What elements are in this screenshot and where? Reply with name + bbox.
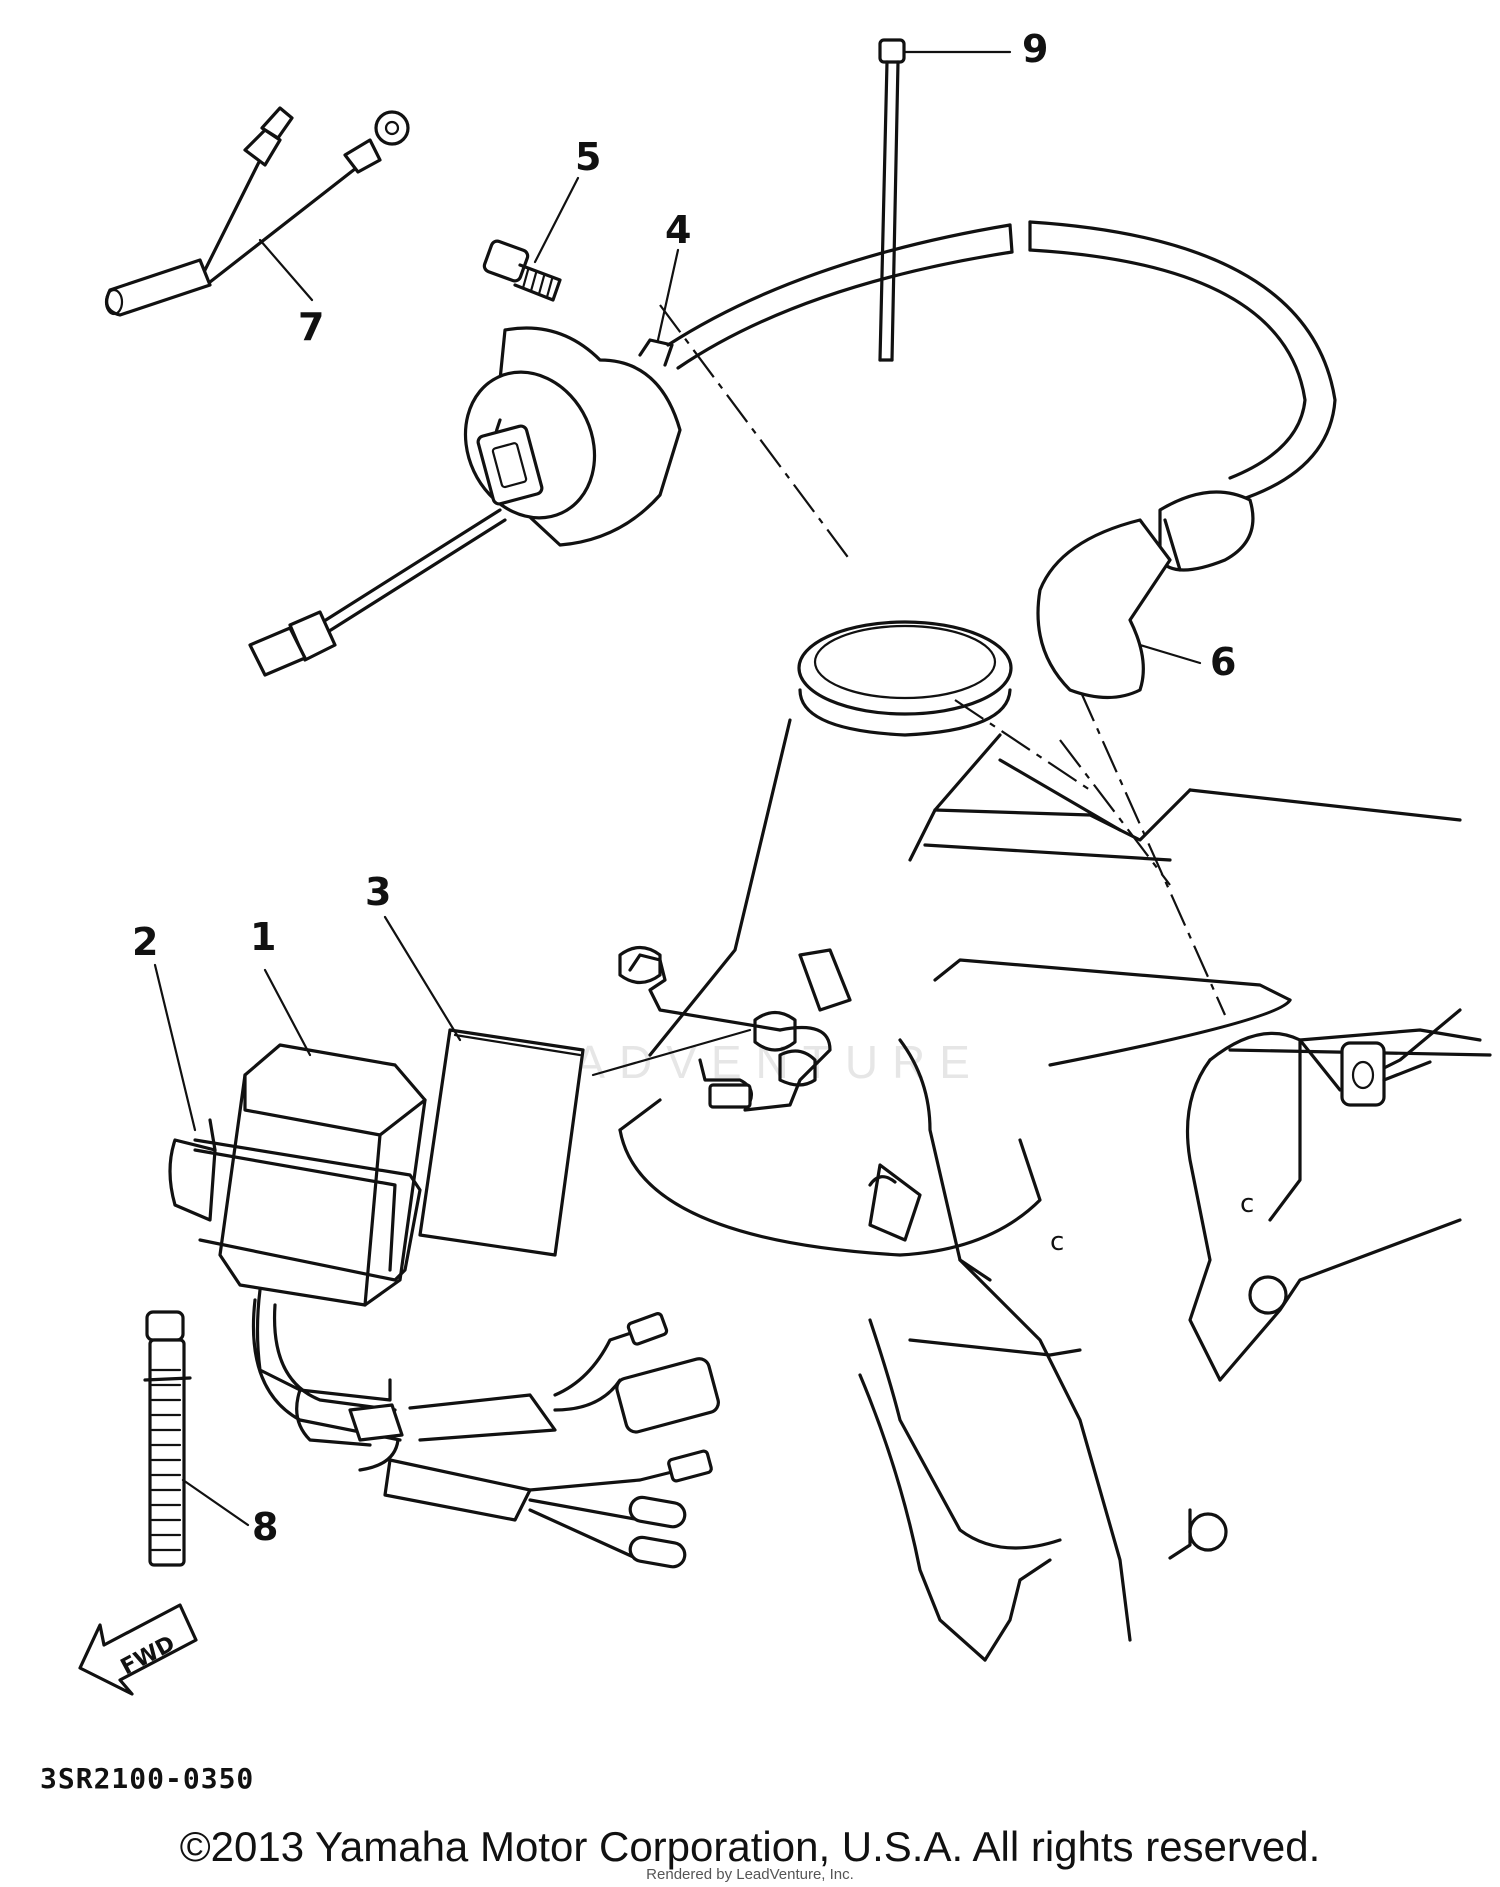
- rendered-by-notice: Rendered by LeadVenture, Inc.: [646, 1866, 854, 1883]
- high-tension-cable: [666, 220, 1337, 502]
- callout-3: 3: [365, 870, 391, 914]
- ignition-coil-part-4: [248, 326, 682, 677]
- cdi-unit-part-1: [218, 1043, 427, 1447]
- forward-direction-arrow: FWD: [78, 1603, 198, 1696]
- callout-5: 5: [575, 135, 601, 179]
- callout-6: 6: [1210, 640, 1236, 684]
- svg-text:c: c: [1240, 1189, 1254, 1219]
- bolt-part-5: [482, 239, 562, 302]
- callout-7: 7: [298, 305, 324, 349]
- frame-drawing: c c: [618, 620, 1492, 1662]
- copyright-notice: ©2013 Yamaha Motor Corporation, U.S.A. A…: [179, 1823, 1321, 1870]
- lead-wire-part-7: [104, 106, 410, 317]
- svg-text:c: c: [1050, 1227, 1064, 1257]
- drawing-number: 3SR2100-0350: [40, 1762, 255, 1795]
- cable-tie-part-8: [143, 1310, 192, 1567]
- callout-8: 8: [252, 1505, 278, 1549]
- band-part-2: [168, 1118, 422, 1282]
- assembly-leader-lines: [591, 304, 1227, 1077]
- callout-1: 1: [250, 915, 276, 959]
- callout-labels: 1 2 3 4 5 6 7 8 9: [132, 27, 1236, 1549]
- spark-plug-cap-part-6: [1036, 490, 1255, 700]
- callout-leaders: [153, 50, 1202, 1527]
- callout-9: 9: [1022, 27, 1048, 71]
- cdi-wire-harness: [251, 1298, 720, 1569]
- callout-4: 4: [665, 208, 691, 252]
- callout-2: 2: [132, 920, 158, 964]
- pad-part-3: [418, 1028, 585, 1257]
- cable-tie-part-9: [878, 38, 906, 362]
